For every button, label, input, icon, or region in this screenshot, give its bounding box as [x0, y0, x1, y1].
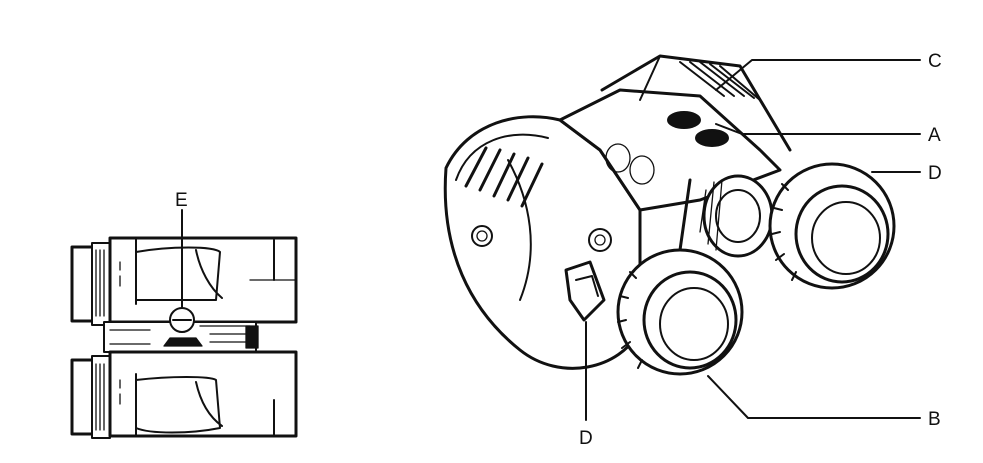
binocular-top-view: [70, 236, 298, 439]
callout-label-e: E: [175, 190, 188, 211]
callout-label-a: A: [928, 125, 941, 146]
callout-label-d-right: D: [928, 163, 942, 184]
top-view-lower-barrel: [70, 350, 298, 439]
binocular-perspective-view: [443, 54, 896, 376]
callout-line-c: [715, 59, 921, 91]
right-eyepiece: [768, 162, 896, 290]
callout-line-a: [715, 123, 921, 135]
callout-label-c: C: [928, 51, 942, 72]
callout-label-d-bottom: D: [579, 428, 593, 449]
left-eyepiece: [616, 248, 744, 376]
callout-lines: [181, 59, 921, 421]
callout-line-b: [707, 375, 921, 419]
callout-label-b: B: [928, 409, 941, 430]
top-view-upper-barrel: [70, 236, 298, 326]
strap-lug: [564, 260, 606, 322]
